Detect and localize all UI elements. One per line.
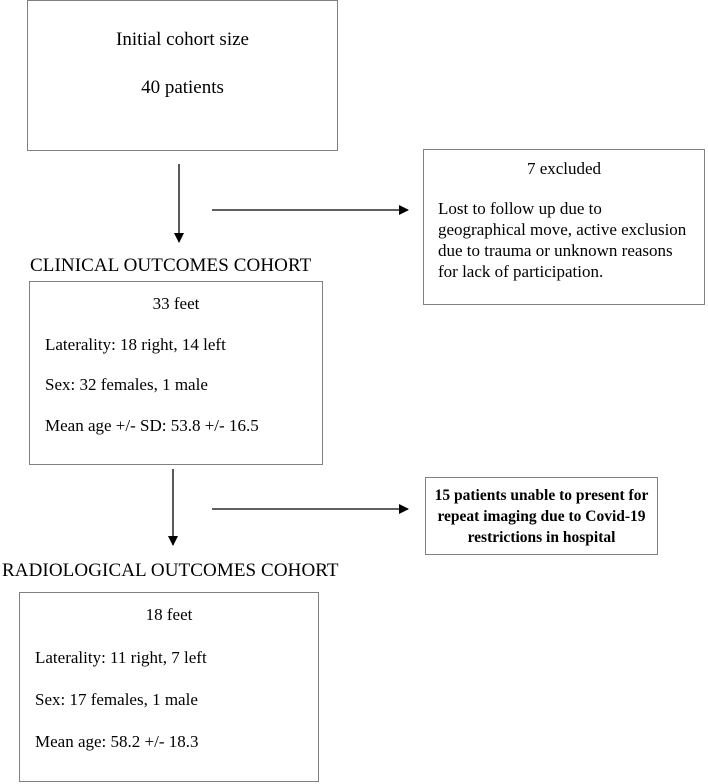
clinical-laterality: Laterality: 18 right, 14 left [45,335,226,354]
covid-exclusion-line-3: restrictions in hospital [467,529,616,546]
excluded-reason-line-3: due to trauma or unknown reasons [438,241,673,260]
excluded-title: 7 excluded [526,159,602,178]
radiological-laterality: Laterality: 11 right, 7 left [35,648,207,667]
covid-exclusion-box [425,477,658,555]
clinical-feet-count: 33 feet [152,294,200,313]
clinical-cohort-box [29,281,323,465]
excluded-reason-line-2: geographical move, active exclusion [438,220,687,239]
covid-exclusion-line-2: repeat imaging due to Covid-19 [437,508,646,525]
clinical-cohort-heading: CLINICAL OUTCOMES COHORT [30,255,312,276]
excluded-reason-line-4: for lack of participation. [438,262,604,281]
initial-cohort-box [27,0,338,151]
radiological-sex: Sex: 17 females, 1 male [35,690,198,709]
clinical-mean-age: Mean age +/- SD: 53.8 +/- 16.5 [45,416,259,435]
excluded-reason-line-1: Lost to follow up due to [438,199,602,218]
initial-cohort-title: Initial cohort size [116,29,249,50]
initial-cohort-count: 40 patients [141,77,224,98]
radiological-cohort-box [19,592,319,782]
radiological-mean-age: Mean age: 58.2 +/- 18.3 [35,732,199,751]
covid-exclusion-line-1: 15 patients unable to present for [434,487,649,504]
excluded-box [423,149,705,305]
radiological-cohort-heading: RADIOLOGICAL OUTCOMES COHORT [2,560,339,581]
radiological-feet-count: 18 feet [145,605,193,624]
clinical-sex: Sex: 32 females, 1 male [45,375,208,394]
